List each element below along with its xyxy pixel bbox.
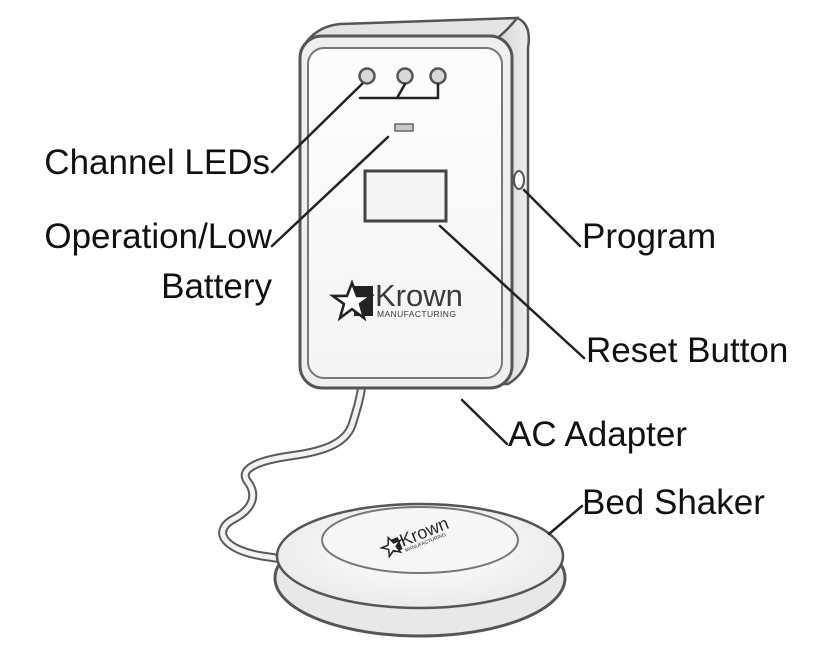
receiver-unit: Krown MANUFACTURING [218, 16, 531, 565]
brand-name: Krown [375, 278, 463, 313]
label-operation-line2: Battery [161, 267, 272, 306]
channel-led-3 [429, 67, 447, 85]
reset-button[interactable] [363, 169, 448, 223]
operation-indicator [394, 123, 414, 132]
channel-led-1 [358, 67, 376, 85]
leader-ac-adapter [460, 398, 509, 446]
leader-reset [438, 224, 586, 360]
label-bed-shaker: Bed Shaker [582, 483, 765, 522]
leader-lines [270, 82, 586, 536]
leader-bed-shaker [547, 504, 584, 536]
label-ac-adapter: AC Adapter [508, 415, 687, 454]
leader-channel-leds [270, 82, 364, 174]
label-channel-leds: Channel LEDs [44, 143, 270, 182]
brand-tagline: MANUFACTURING [377, 309, 456, 319]
leader-program [522, 188, 582, 248]
channel-led-2 [396, 67, 414, 85]
program-button[interactable] [513, 170, 525, 190]
label-operation-line1: Operation/Low [44, 217, 272, 256]
callout-labels: Channel LEDs Operation/Low Battery Progr… [44, 143, 788, 522]
bed-shaker-puck: Krown MANUFACTURING [273, 502, 567, 638]
channel-leds [358, 67, 447, 85]
label-program: Program [582, 217, 716, 256]
leader-operation [270, 135, 390, 248]
label-reset-button: Reset Button [586, 331, 788, 370]
brand-logo: Krown MANUFACTURING [329, 278, 463, 322]
